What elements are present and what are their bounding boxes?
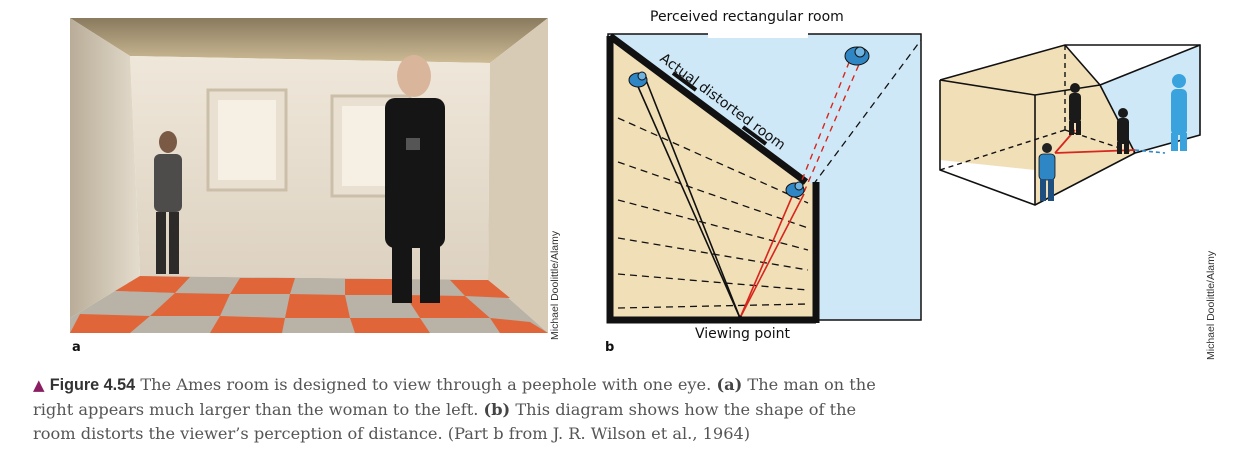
caption-intro: The Ames room is designed to view throug… [140,375,712,394]
viewing-point-label: Viewing point [695,326,791,342]
figure-caption: ▲ Figure 4.54 The Ames room is designed … [33,373,893,447]
caption-triangle-icon: ▲ [33,376,45,394]
photo-credit-a: Michael Doolittle/Alamy [549,210,563,340]
figure-number: Figure 4.54 [49,376,136,394]
diagram-credit-text: Michael Doolittle/Alamy [1205,250,1217,360]
ames-room-3d-diagram [935,35,1205,210]
caption-part-b-tag: (b) [483,399,511,419]
perceived-room-label: Perceived rectangular room [650,9,844,25]
panel-label-a: a [72,340,81,355]
caption-part-b-text: This diagram shows how the shape of the … [33,399,857,444]
caption-part-a-text: The man on the right appears much larger… [33,375,876,419]
panel-label-b: b [605,340,615,355]
diagram-credit: Michael Doolittle/Alamy [1205,230,1219,360]
photo-credit-text: Michael Doolittle/Alamy [549,230,561,340]
caption-part-a-tag: (a) [716,375,743,394]
ames-room-top-view-diagram: Actual distorted room [598,0,928,350]
ames-room-photo [70,18,548,333]
